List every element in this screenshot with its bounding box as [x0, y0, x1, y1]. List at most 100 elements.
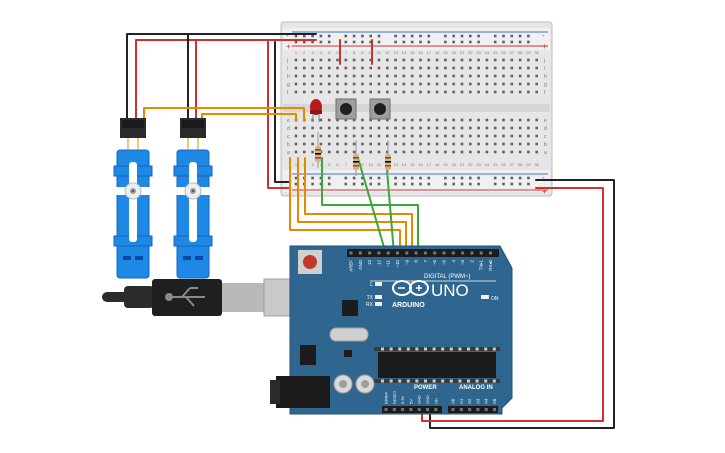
analog-pin-label: A3 — [475, 398, 480, 404]
col-label-top-28: 28 — [518, 50, 523, 55]
col-label-bottom-14: 14 — [402, 162, 407, 167]
col-label-top-22: 22 — [468, 50, 473, 55]
col-label-top-1: 1 — [295, 50, 298, 55]
usb-cable[interactable] — [102, 278, 323, 317]
col-label-bottom-7: 7 — [345, 162, 348, 167]
col-label-top-18: 18 — [435, 50, 440, 55]
bottom-pins — [384, 408, 496, 411]
analog-pin-label: A1 — [459, 398, 464, 404]
breadboard[interactable]: jjiihhggffeeddccbbaa11223344556677889910… — [280, 21, 553, 197]
col-label-bottom-6: 6 — [336, 162, 339, 167]
wire-rail-power-left[interactable] — [267, 39, 291, 189]
power-pin-label: 3.3V — [400, 395, 405, 404]
col-label-bottom-24: 24 — [485, 162, 490, 167]
resistor-3[interactable] — [385, 140, 391, 176]
wire-button2-signal[interactable] — [321, 157, 419, 255]
wire-servo1-signal[interactable] — [143, 107, 305, 122]
col-label-top-13: 13 — [393, 50, 398, 55]
col-label-top-8: 8 — [353, 50, 356, 55]
digital-pin-label: 8 — [414, 259, 419, 262]
wire-rail-ground-left[interactable] — [274, 41, 291, 183]
digital-pin-label: ~9 — [404, 259, 409, 265]
servo-1[interactable] — [109, 118, 157, 279]
rail-plus-bottom: + — [542, 187, 547, 196]
wire-arduino-ground[interactable] — [429, 179, 615, 429]
col-label-top-19: 19 — [443, 50, 448, 55]
led[interactable] — [310, 99, 322, 122]
col-label-bottom-19: 19 — [443, 162, 448, 167]
rail-plus-top-right: + — [542, 42, 547, 51]
col-label-top-12: 12 — [385, 50, 390, 55]
pushbutton-2[interactable] — [369, 98, 391, 120]
wire-servo2-power[interactable] — [195, 39, 291, 119]
col-label-bottom-16: 16 — [418, 162, 423, 167]
col-label-top-25: 25 — [493, 50, 498, 55]
resistor-2[interactable] — [353, 140, 359, 176]
row-label-i: i — [287, 66, 288, 72]
col-label-bottom-29: 29 — [526, 162, 531, 167]
rail-minus-top-left: - — [286, 31, 289, 40]
col-label-bottom-17: 17 — [427, 162, 432, 167]
analog-pin-label: A0 — [451, 398, 456, 404]
wire-servo2-signal[interactable] — [201, 113, 297, 122]
digital-pin-label: 12 — [376, 259, 381, 264]
wire-servo1-ground[interactable] — [126, 33, 317, 119]
digital-pin-label: 2 — [469, 259, 474, 262]
digital-header — [347, 249, 499, 257]
col-label-top-2: 2 — [303, 50, 306, 55]
breadboard-holes — [294, 34, 538, 186]
status-led-label-TX: TX — [367, 295, 374, 301]
col-label-bottom-28: 28 — [518, 162, 523, 167]
power-jack[interactable] — [276, 376, 330, 408]
col-label-top-29: 29 — [526, 50, 531, 55]
digital-pin-label: AREF — [349, 260, 354, 272]
digital-pin-label: 4 — [451, 259, 456, 262]
servo-2[interactable] — [169, 118, 217, 279]
col-label-bottom-5: 5 — [328, 162, 331, 167]
digital-pin-label: ~5 — [442, 259, 447, 265]
wire-arduino-5v[interactable] — [421, 187, 604, 422]
analog-pin-label: A2 — [467, 398, 472, 404]
power-pin-label: IOREF — [384, 391, 389, 404]
row-label-right-i: i — [544, 66, 545, 72]
row-label-e: e — [287, 118, 290, 124]
wires — [126, 33, 615, 429]
wire-servo2-ground[interactable] — [187, 33, 251, 119]
col-label-top-30: 30 — [534, 50, 539, 55]
col-label-top-7: 7 — [345, 50, 348, 55]
reset-button[interactable] — [303, 255, 317, 269]
digital-pin-label: RX◂0 — [488, 259, 493, 270]
power-led-label: ON — [491, 296, 499, 302]
row-label-right-d: d — [544, 126, 547, 132]
col-label-top-16: 16 — [418, 50, 423, 55]
row-label-j: j — [286, 58, 288, 64]
usb-icon — [165, 287, 205, 307]
analog-pin-label: A4 — [484, 398, 489, 404]
wire-signal-pin10[interactable] — [297, 157, 407, 255]
row-label-h: h — [287, 74, 290, 80]
col-label-top-17: 17 — [427, 50, 432, 55]
power-pin-label: GND — [417, 395, 422, 404]
col-label-bottom-23: 23 — [476, 162, 481, 167]
breadboard-labels: jjiihhggffeeddccbbaa11223344556677889910… — [286, 50, 547, 167]
col-label-bottom-22: 22 — [468, 162, 473, 167]
col-label-bottom-10: 10 — [368, 162, 373, 167]
col-label-top-9: 9 — [361, 50, 364, 55]
digital-pin-label: GND — [358, 260, 363, 270]
resistor-1[interactable] — [315, 132, 321, 168]
wire-signal-pin9[interactable] — [304, 157, 413, 255]
wire-button3-signal[interactable] — [385, 157, 395, 255]
power-pin-label: 5V — [408, 399, 413, 404]
pushbutton-1[interactable] — [335, 98, 357, 120]
wire-signal-pin11[interactable] — [289, 157, 401, 255]
board-brand: ARDUINO — [392, 302, 425, 309]
status-led-label-RX: RX — [366, 302, 374, 308]
col-label-bottom-30: 30 — [534, 162, 539, 167]
analog-header-label: ANALOG IN — [459, 385, 493, 391]
